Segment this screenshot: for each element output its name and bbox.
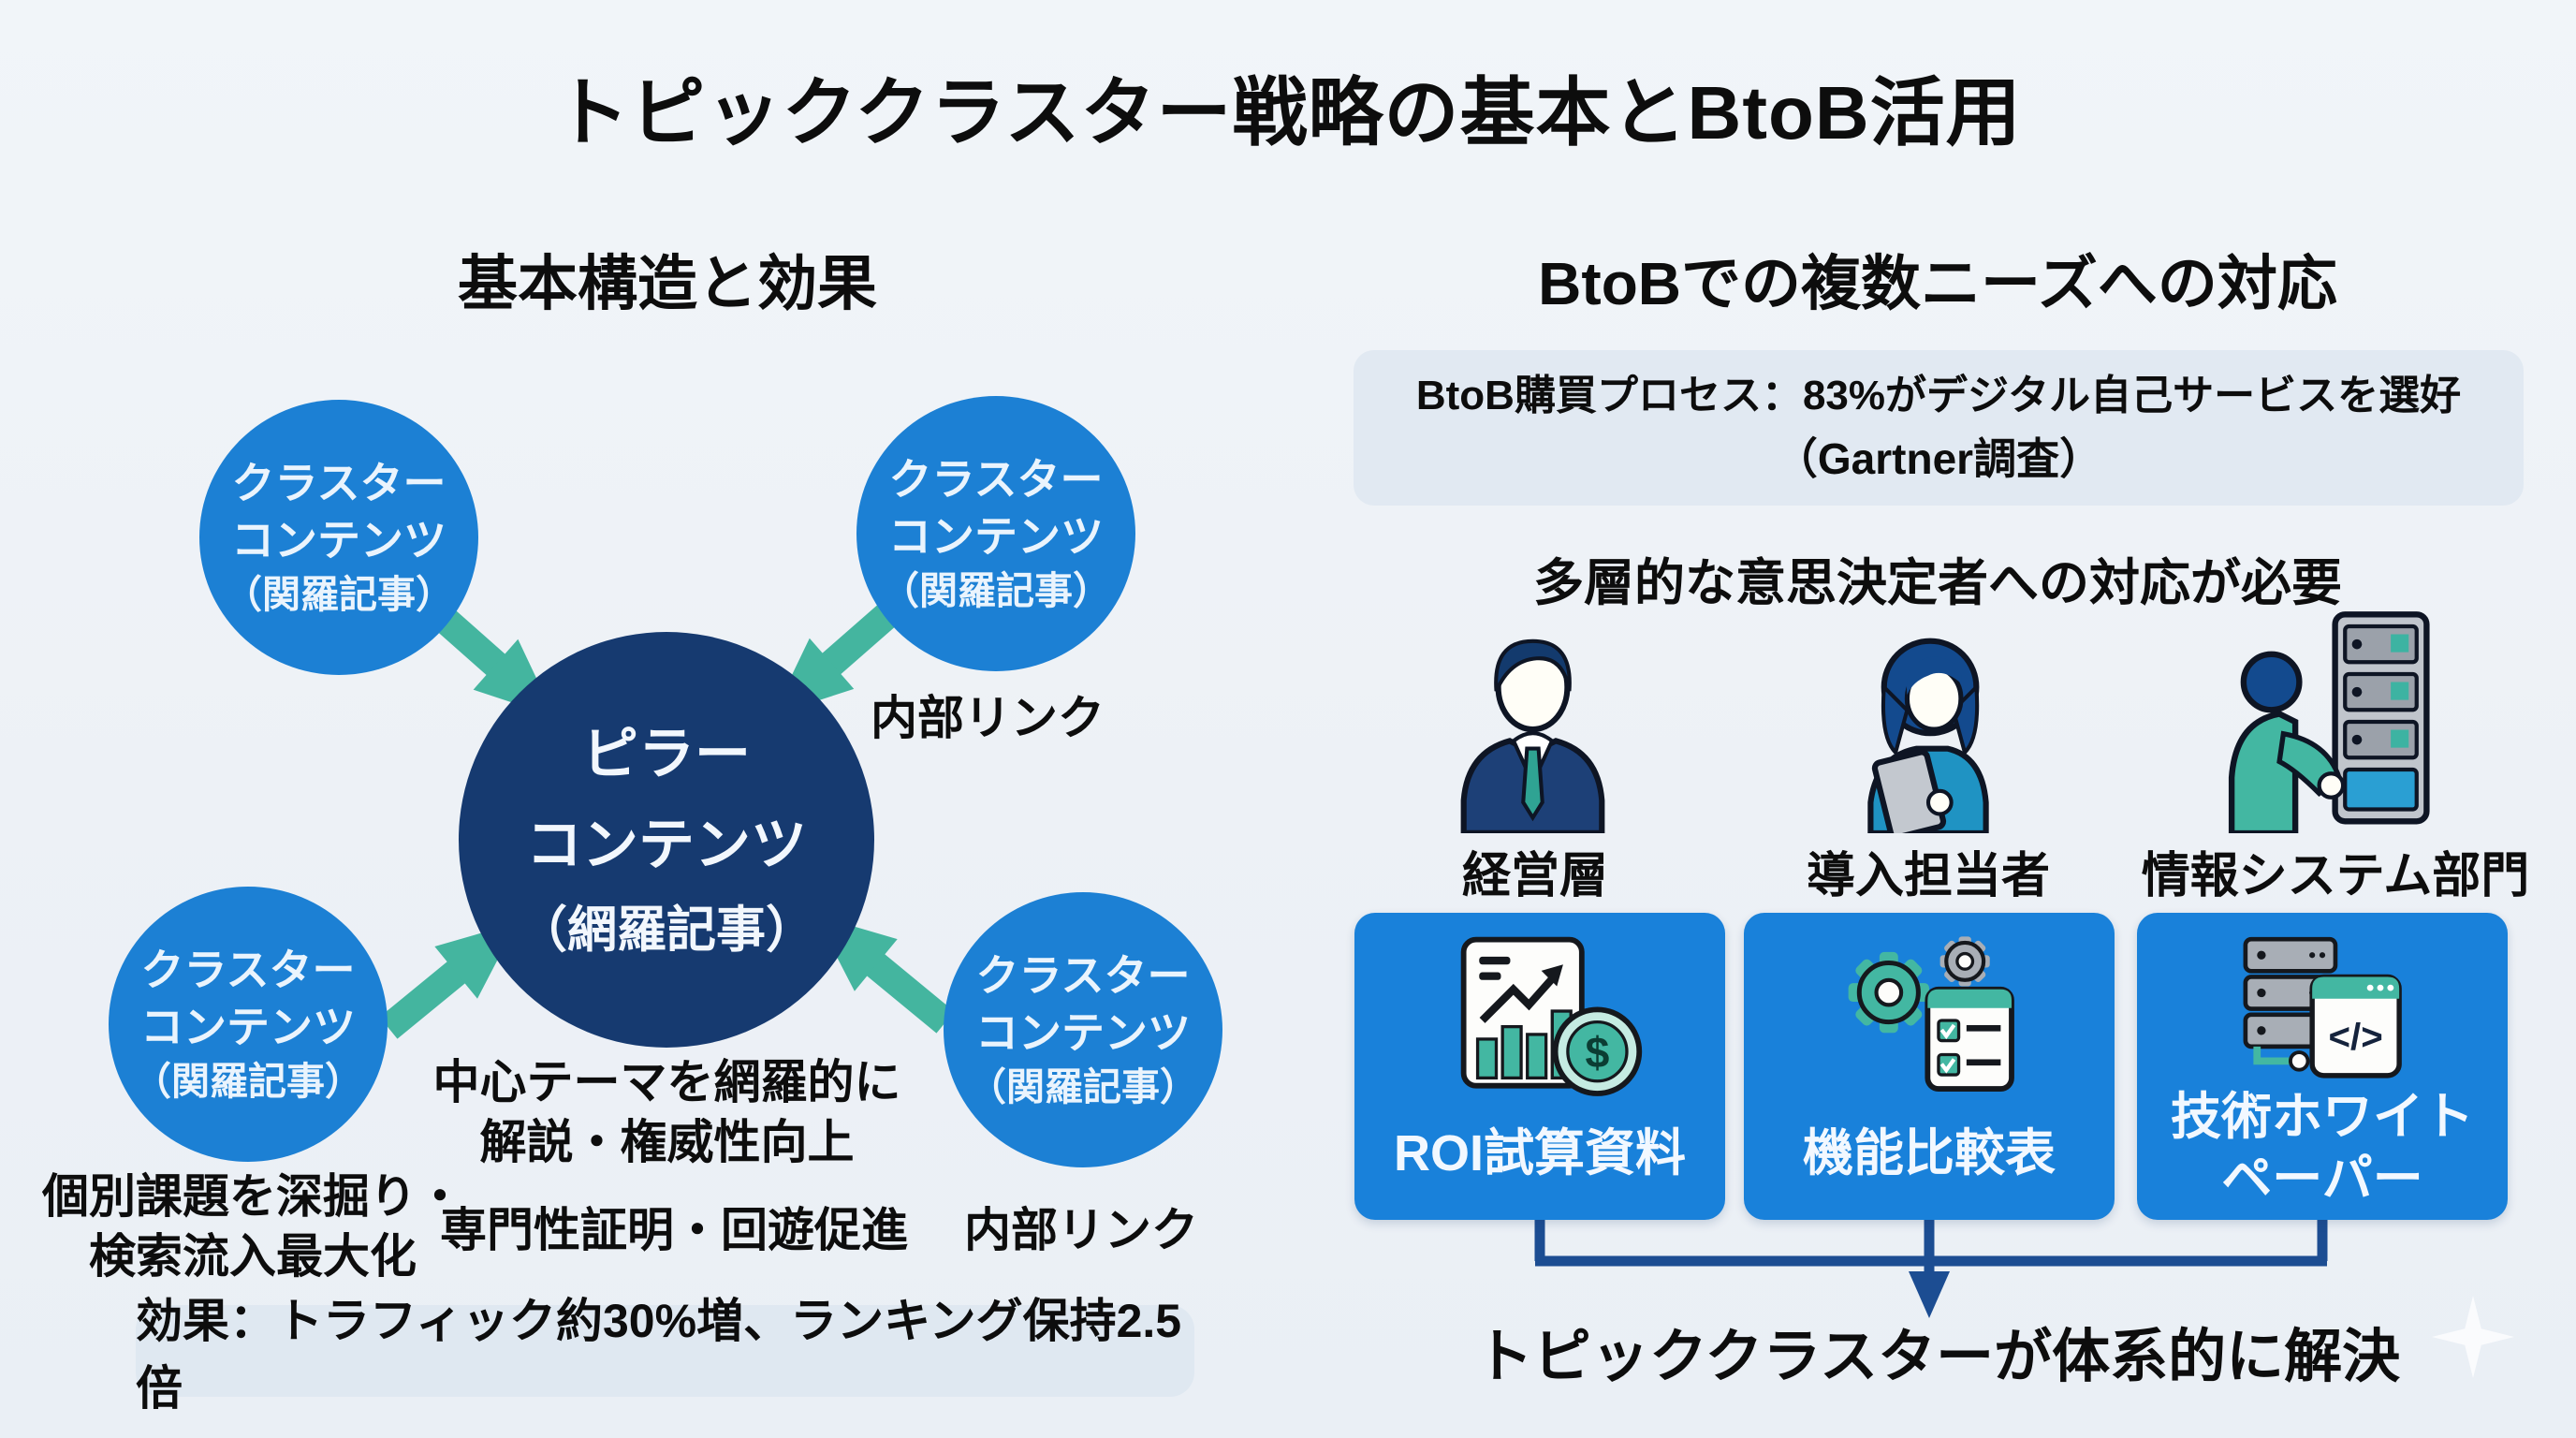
card-label-line: 機能比較表 [1803, 1125, 2056, 1182]
left-section-heading: 基本構造と効果 [458, 250, 877, 317]
arrow-bottom-left-icon [379, 922, 518, 1039]
cluster-label: クラスター [231, 459, 446, 508]
pillar-circle: ピラー コンテンツ （網羅記事） [459, 632, 874, 1048]
persona-label-implementer: 導入担当者 [1806, 849, 2050, 903]
pillar-benefit-note: 中心テーマを網羅的に 解説・権威性向上 [412, 1052, 922, 1172]
effect-stat-bar: 効果：トラフィック約30%増、ランキング保持2.5倍 [136, 1295, 1194, 1415]
cluster-benefit-note: 個別課題を深掘り・ 検索流入最大化 [0, 1167, 505, 1286]
card-connector-lines [1534, 1220, 2328, 1318]
effect-stat-text: 効果：トラフィック約30%増、ランキング保持2.5倍 [136, 1295, 1182, 1415]
roi-chart-coin-icon: $ [1460, 936, 1643, 1096]
cluster-label: クラスター [888, 455, 1104, 505]
conclusion-text: トピッククラスターが体系的に解決 [1474, 1325, 2401, 1389]
decision-makers-subheading: 多層的な意思決定者への対応が必要 [1533, 555, 2342, 611]
pillar-label: ピラー [582, 722, 751, 785]
stat-line: BtoB購買プロセス：83%がデジタル自己サービスを選好 [1415, 372, 2462, 418]
executive-icon [1460, 638, 1605, 833]
cluster-sublabel: （関羅記事） [133, 1059, 363, 1103]
content-card-whitepaper: </> 技術ホワイト ペーパー [2137, 913, 2508, 1220]
cluster-label: コンテンツ [975, 1007, 1191, 1057]
stat-source: （Gartner調査） [1774, 433, 2103, 483]
pillar-benefit-note-2: 専門性証明・回遊促進 [440, 1204, 908, 1256]
note-line: 中心テーマを網羅的に [432, 1056, 901, 1108]
cluster-circle-bottom-left: クラスター コンテンツ （関羅記事） [109, 887, 388, 1162]
cluster-label: コンテンツ [888, 511, 1104, 561]
note-line: 検索流入最大化 [89, 1230, 417, 1283]
right-section-heading: BtoBでの複数ニーズへの対応 [1538, 250, 2337, 317]
note-line: 解説・権威性向上 [479, 1116, 855, 1168]
cluster-label: コンテンツ [140, 1002, 356, 1051]
persona-label-it-department: 情報システム部門 [2141, 849, 2530, 903]
card-label-line: ROI試算資料 [1393, 1125, 1686, 1182]
gears-checklist-icon [1848, 936, 2014, 1092]
internal-link-label-bottom: 内部リンク [964, 1204, 1198, 1256]
code-glyph: </> [2329, 1016, 2383, 1058]
arrow-bottom-right-icon [814, 915, 955, 1034]
cluster-label: コンテンツ [231, 515, 446, 565]
card-label: 技術ホワイト ペーパー [2171, 1087, 2474, 1220]
cluster-label: クラスター [140, 946, 356, 995]
cluster-circle-top-right: クラスター コンテンツ （関羅記事） [856, 396, 1135, 671]
page-title: トピッククラスター戦略の基本とBtoB活用 [554, 71, 2022, 154]
cluster-circle-bottom-right: クラスター コンテンツ （関羅記事） [944, 892, 1222, 1167]
content-card-roi: $ ROI試算資料 [1354, 913, 1725, 1220]
cluster-sublabel: （関羅記事） [224, 572, 454, 616]
content-card-comparison: 機能比較表 [1744, 913, 2115, 1220]
cluster-sublabel: （関羅記事） [968, 1064, 1198, 1108]
note-line: 個別課題を深掘り・ [42, 1170, 463, 1223]
card-label: ROI試算資料 [1394, 1098, 1686, 1220]
dollar-glyph: $ [1586, 1028, 1610, 1077]
pillar-label: コンテンツ [526, 814, 807, 877]
cluster-sublabel: （関羅記事） [881, 568, 1111, 612]
it-server-icon [2228, 611, 2430, 833]
persona-label-executive: 経営層 [1461, 849, 1608, 903]
cluster-circle-top-left: クラスター コンテンツ （関羅記事） [199, 400, 478, 675]
tablet-user-icon [1867, 638, 1989, 833]
card-label-line: 技術ホワイト [2171, 1089, 2474, 1146]
gartner-stat-box: BtoB購買プロセス：83%がデジタル自己サービスを選好 （Gartner調査） [1354, 350, 2524, 506]
internal-link-label-top: 内部リンク [871, 692, 1105, 744]
card-label: 機能比較表 [1803, 1098, 2056, 1220]
cluster-label: クラスター [975, 951, 1191, 1001]
pillar-sublabel: （網羅記事） [518, 902, 815, 959]
server-code-icon: </> [2243, 936, 2402, 1078]
card-label-line: ペーパー [2221, 1151, 2423, 1208]
